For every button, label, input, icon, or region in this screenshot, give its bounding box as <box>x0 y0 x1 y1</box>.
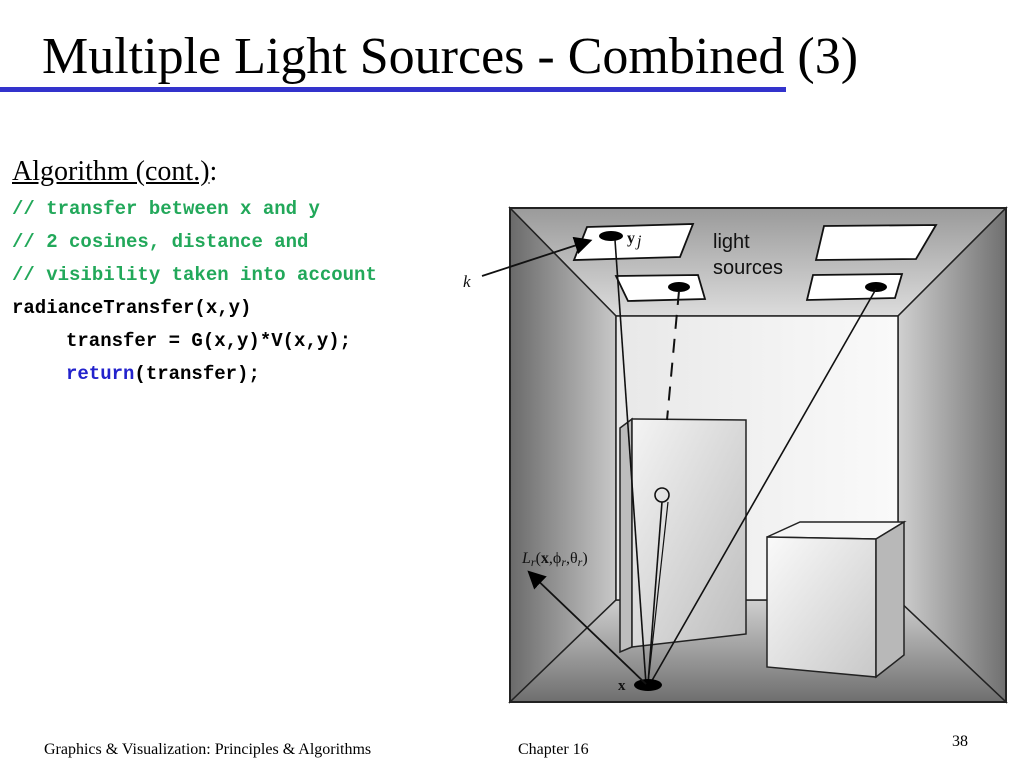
code-return-value: (transfer); <box>134 363 260 385</box>
room-frame <box>509 207 1007 703</box>
footer-chapter: Chapter 16 <box>518 741 589 758</box>
code-block: // transfer between x and y // 2 cosines… <box>12 193 377 391</box>
code-return-keyword: return <box>66 363 135 385</box>
ray-x-to-box-right <box>647 501 669 685</box>
code-return-line: return(transfer); <box>12 358 377 391</box>
label-radiance-x: x <box>541 550 549 567</box>
ray-occluded-dashed <box>666 290 680 421</box>
light-point-back-right <box>865 282 887 292</box>
label-radiance-L: L <box>521 550 531 567</box>
label-yj-sub: j <box>635 233 642 250</box>
light-point-back-left <box>668 282 690 292</box>
label-radiance-theta-sub: r <box>578 555 583 569</box>
code-comment-2: // 2 cosines, distance and <box>12 231 309 253</box>
label-radiance-L-sub: r <box>531 555 536 569</box>
label-radiance-phi: ,ϕ <box>549 550 561 567</box>
light-panel-back-right <box>805 273 904 301</box>
label-radiance-open: ( <box>536 550 541 567</box>
code-function-signature: radianceTransfer(x,y) <box>12 297 252 319</box>
code-comment-1: // transfer between x and y <box>12 198 320 220</box>
label-radiance-close: ) <box>582 550 587 567</box>
boxes <box>619 417 907 679</box>
code-comment-3: // visibility taken into account <box>12 264 377 286</box>
label-k: k <box>463 272 471 291</box>
short-box-side <box>875 520 905 679</box>
rays <box>481 236 877 691</box>
footer-book-title: Graphics & Visualization: Principles & A… <box>44 741 372 758</box>
light-panels <box>572 223 938 302</box>
tall-box-front <box>631 418 747 648</box>
label-x: x <box>618 678 626 694</box>
label-light-sources-2: sources <box>713 257 783 279</box>
ray-x-to-occluded-point <box>647 501 663 685</box>
light-panel-back-left <box>614 274 707 302</box>
label-radiance: Lr(x,ϕr,θr) <box>521 550 588 569</box>
short-box-front <box>766 536 877 678</box>
light-point-yj <box>599 231 623 241</box>
algorithm-heading: Algorithm (cont.): <box>12 154 217 190</box>
footer-page-number: 38 <box>952 733 968 750</box>
algorithm-heading-text: Algorithm (cont.) <box>12 156 210 187</box>
room-walls <box>508 206 1008 704</box>
k-pointer-arrow <box>481 236 593 277</box>
label-radiance-theta: ,θ <box>566 550 578 567</box>
code-transfer-assignment: transfer = G(x,y)*V(x,y); <box>66 330 352 352</box>
algorithm-heading-colon: : <box>209 156 218 187</box>
outgoing-radiance-arrow <box>527 570 647 685</box>
light-panel-front-right <box>814 224 938 261</box>
point-x <box>634 679 662 691</box>
label-light-sources-1: light <box>713 231 750 253</box>
occluded-point-marker <box>654 487 670 503</box>
label-radiance-phi-sub: r <box>561 555 566 569</box>
title-underline <box>0 87 786 92</box>
slide-title: Multiple Light Sources - Combined (3) <box>42 28 859 85</box>
label-yj-main: y <box>627 230 635 247</box>
ray-x-to-yj <box>614 239 647 685</box>
ray-x-to-back-right-light <box>649 288 877 685</box>
